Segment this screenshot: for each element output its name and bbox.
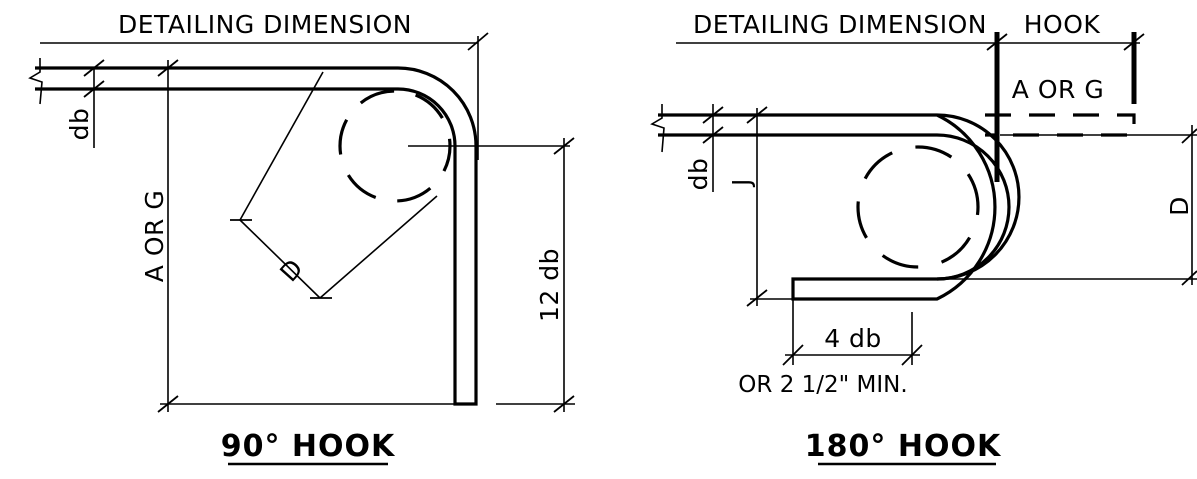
hook-90-detail: DETAILING DIMENSION db A OR G D 12 db 90… — [28, 10, 575, 466]
hook-180-db-tick-top — [702, 106, 724, 124]
hook-90-break-line — [28, 58, 43, 105]
hook-180-4db-tick-right — [901, 344, 923, 366]
hook-90-bar-outer — [35, 66, 478, 406]
hook-90-12db-tick-top — [553, 137, 575, 155]
hook-180-break-line — [650, 104, 665, 153]
hook-180-db-label: db — [684, 158, 713, 191]
hook-180-dashed-extension — [985, 113, 1136, 137]
hook-180-a-or-g-label: A OR G — [1012, 75, 1104, 104]
hook-180-bar-outer — [658, 113, 1021, 301]
hook-90-detailing-label: DETAILING DIMENSION — [118, 10, 412, 39]
hook-180-bend-pin-circle — [856, 145, 980, 269]
hook-180-bar-inner — [658, 133, 1011, 281]
hook-90-detailing-tick — [467, 32, 489, 51]
hook-180-hook-label: HOOK — [1024, 10, 1101, 39]
hook-90-title: 90° HOOK — [221, 429, 396, 464]
hook-180-4db-tick-left — [782, 344, 804, 366]
hook-180-j-label: J — [727, 178, 756, 188]
hook-180-4db-label: 4 db — [824, 324, 882, 353]
hook-90-db-tick-bottom — [83, 80, 105, 98]
hook-90-a-or-g-label: A OR G — [140, 190, 169, 282]
hook-180-title: 180° HOOK — [805, 429, 1002, 464]
hook-90-d-ext-line-1 — [239, 71, 324, 221]
hook-180-d-label: D — [1165, 196, 1194, 216]
hook-90-12db-tick-bottom — [553, 395, 575, 413]
hook-90-db-tick-top — [83, 59, 105, 77]
hook-180-marker-right-tick — [1123, 33, 1145, 51]
hook-90-db-label: db — [65, 108, 94, 141]
hook-90-d-ext-line-2 — [319, 195, 438, 299]
hook-180-marker-left-tick — [986, 33, 1008, 51]
hook-180-detailing-label: DETAILING DIMENSION — [693, 10, 987, 39]
hook-180-detail: DETAILING DIMENSION HOOK A OR G db J D — [650, 10, 1197, 466]
hook-180-j-tick-bottom — [746, 289, 768, 307]
hook-180-min-label: OR 2 1/2" MIN. — [738, 372, 907, 398]
hook-180-j-tick-top — [746, 106, 768, 124]
hook-90-a-or-g-tick-top — [157, 59, 179, 77]
hook-90-12db-label: 12 db — [535, 248, 564, 322]
hook-90-d-dim-line — [239, 219, 321, 299]
hook-180-d-tick-top — [1181, 128, 1197, 144]
hook-180-db-tick-bottom — [702, 126, 724, 144]
hook-180-d-tick-bottom — [1181, 270, 1197, 286]
